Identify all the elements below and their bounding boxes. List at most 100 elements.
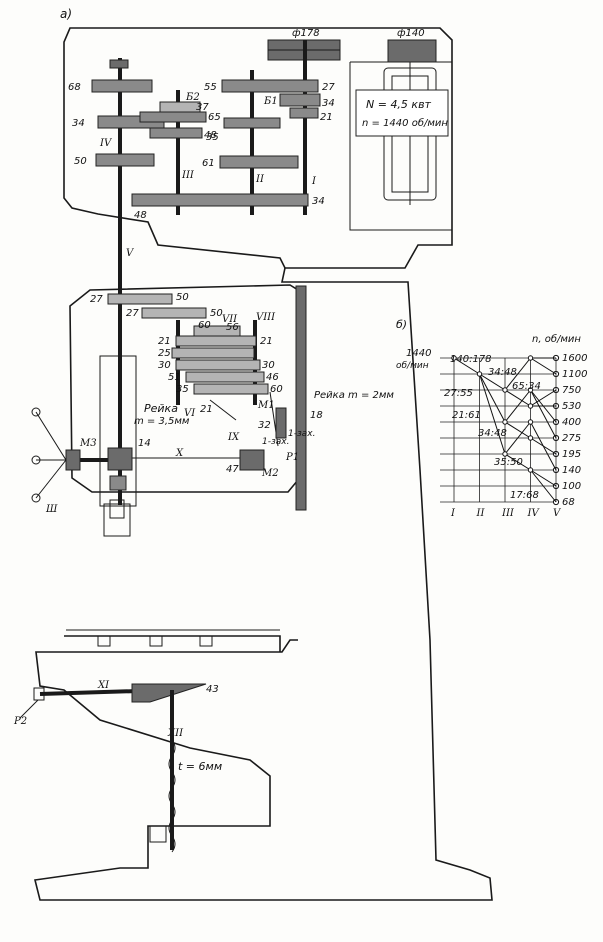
chart-ratio-ray [530, 389, 557, 407]
shaft-xi-label: XI [97, 680, 110, 691]
gear-34b: 34 [322, 98, 335, 109]
gearbox-gear-numbers: 68 34 50 48 37 65 35 55 48 61 27 34 21 3… [68, 82, 335, 259]
chart-output-rpm: 68 [562, 497, 575, 508]
gear-48a: 48 [134, 210, 147, 221]
chart-ratio-21-61: 21:61 [452, 410, 481, 421]
feed-gear-43: 43 [206, 684, 219, 695]
rack2-label: Рейка m = 2мм [314, 390, 394, 401]
chart-shaft-label: V [553, 508, 562, 519]
chart-shaft-label: IV [527, 508, 541, 519]
chart-output-rpm: 1600 [562, 353, 587, 364]
gear-34c: 34 [312, 196, 325, 207]
clutch-m1: M1 [257, 400, 275, 411]
chart-ratio-35-50: 35:50 [494, 457, 523, 468]
shaft-x-label: X [175, 448, 184, 459]
handle-p1: P1 [285, 452, 299, 463]
chart-output-rpm: 140 [562, 465, 581, 476]
chart-ratio-ray [479, 373, 506, 423]
gearbox-gears [91, 59, 321, 207]
motor-power: N = 4,5 квт [366, 98, 432, 111]
chart-node [527, 387, 534, 393]
chart-ratio-ray [504, 389, 531, 423]
gear-50a: 50 [74, 156, 87, 167]
gear-27: 27 [322, 82, 335, 93]
feed-gear-30a: 30 [158, 360, 171, 371]
feed-gear-32: 32 [258, 420, 271, 431]
group-b1: Б1 [263, 96, 278, 107]
spindle-pulley-label: ф140 [397, 28, 425, 39]
chart-ratio-27-55: 27:55 [444, 388, 473, 399]
machine-housing [34, 27, 493, 901]
chart-shaft-label: I [450, 508, 456, 519]
shaft-ii-label: II [255, 174, 265, 185]
chart-output-rpm: 100 [562, 481, 581, 492]
feed-gear-51: 51 [168, 372, 181, 383]
gearbox-shafts [118, 40, 307, 505]
chart-node [502, 451, 508, 457]
motor-speed: n = 1440 об/мин [362, 117, 448, 129]
worm-label-2: 1-зах. [262, 437, 289, 447]
feed-gear-50a: 50 [176, 292, 189, 303]
spindle-pulley-shape [387, 39, 437, 63]
panel-label-b: б) [396, 318, 407, 331]
shaft-ix-label: IX [227, 432, 240, 443]
gear-55: 55 [204, 82, 217, 93]
worm-label-1: 1-зах. [288, 429, 315, 439]
feed-gear-27b: 27 [126, 308, 139, 319]
feed-gear-60a: 60 [198, 320, 211, 331]
feed-gear-21a: 21 [158, 336, 171, 347]
chart-output-rpm: 1100 [562, 369, 587, 380]
chart-node [527, 435, 534, 441]
gear-21: 21 [320, 112, 333, 123]
chart-node [476, 371, 483, 377]
chart-output-rpm: 750 [562, 385, 581, 396]
chart-output-rpm: 400 [562, 417, 581, 428]
feed-gear-60b: 60 [270, 384, 283, 395]
speed-chart: б) n, об/мин 1440 об/мин 1600 1100 750 530 4… [396, 318, 587, 519]
chart-input-rpm: 1440 [406, 348, 431, 359]
shaft-vi-label: VI [184, 408, 196, 419]
chart-belt-ratio: 140:178 [450, 354, 492, 365]
feed-box-gears [65, 285, 307, 511]
shaft-iv-label: IV [99, 138, 113, 149]
chart-ratio-ray [530, 421, 557, 471]
chart-ratio-ray [504, 421, 531, 439]
gear-68: 68 [68, 82, 81, 93]
gear-65: 65 [208, 112, 221, 123]
chart-ratio-ray [504, 357, 531, 391]
chart-shaft-label: III [501, 508, 515, 519]
chart-ratio-ray [530, 389, 557, 423]
gear-48b: 48 [204, 130, 217, 141]
motor-pulley-label: ф178 [292, 28, 320, 39]
shaft-vii-label: VII [222, 314, 238, 325]
chart-output-rpm: 275 [562, 433, 581, 444]
chart-node [527, 419, 534, 425]
chart-output-header: n, об/мин [532, 333, 581, 345]
chart-ratio-ray [530, 469, 557, 503]
handle-p2: P2 [13, 716, 27, 727]
chart-ratio-ray [479, 373, 506, 455]
chart-output-rpm: 530 [562, 401, 581, 412]
feed-gear-14: 14 [138, 438, 151, 449]
feed-gear-30b: 30 [262, 360, 275, 371]
clutch-m3: M3 [79, 438, 97, 449]
chart-ratio-ray [453, 357, 480, 375]
chart-ratio-ray [479, 373, 506, 391]
chart-ratio-17-68: 17:68 [510, 490, 539, 501]
chart-ratio-34-48b: 34:48 [478, 428, 507, 439]
feed-gear-47: 47 [226, 464, 239, 475]
chart-node [527, 403, 534, 409]
chart-ratio-65-34: 65:34 [512, 381, 541, 392]
motor-spec-box [355, 89, 449, 137]
screw-pitch: t = 6мм [178, 760, 222, 773]
clutch-m2: M2 [261, 468, 279, 479]
group-b2: Б2 [185, 92, 200, 103]
chart-ratio-ray [504, 421, 531, 455]
shaft-v-label: V [126, 248, 135, 259]
chart-ratio-34-48a: 34:48 [488, 367, 517, 378]
chart-node [451, 355, 457, 361]
star-handwheel [31, 407, 67, 503]
chart-input-unit: об/мин [396, 361, 429, 371]
